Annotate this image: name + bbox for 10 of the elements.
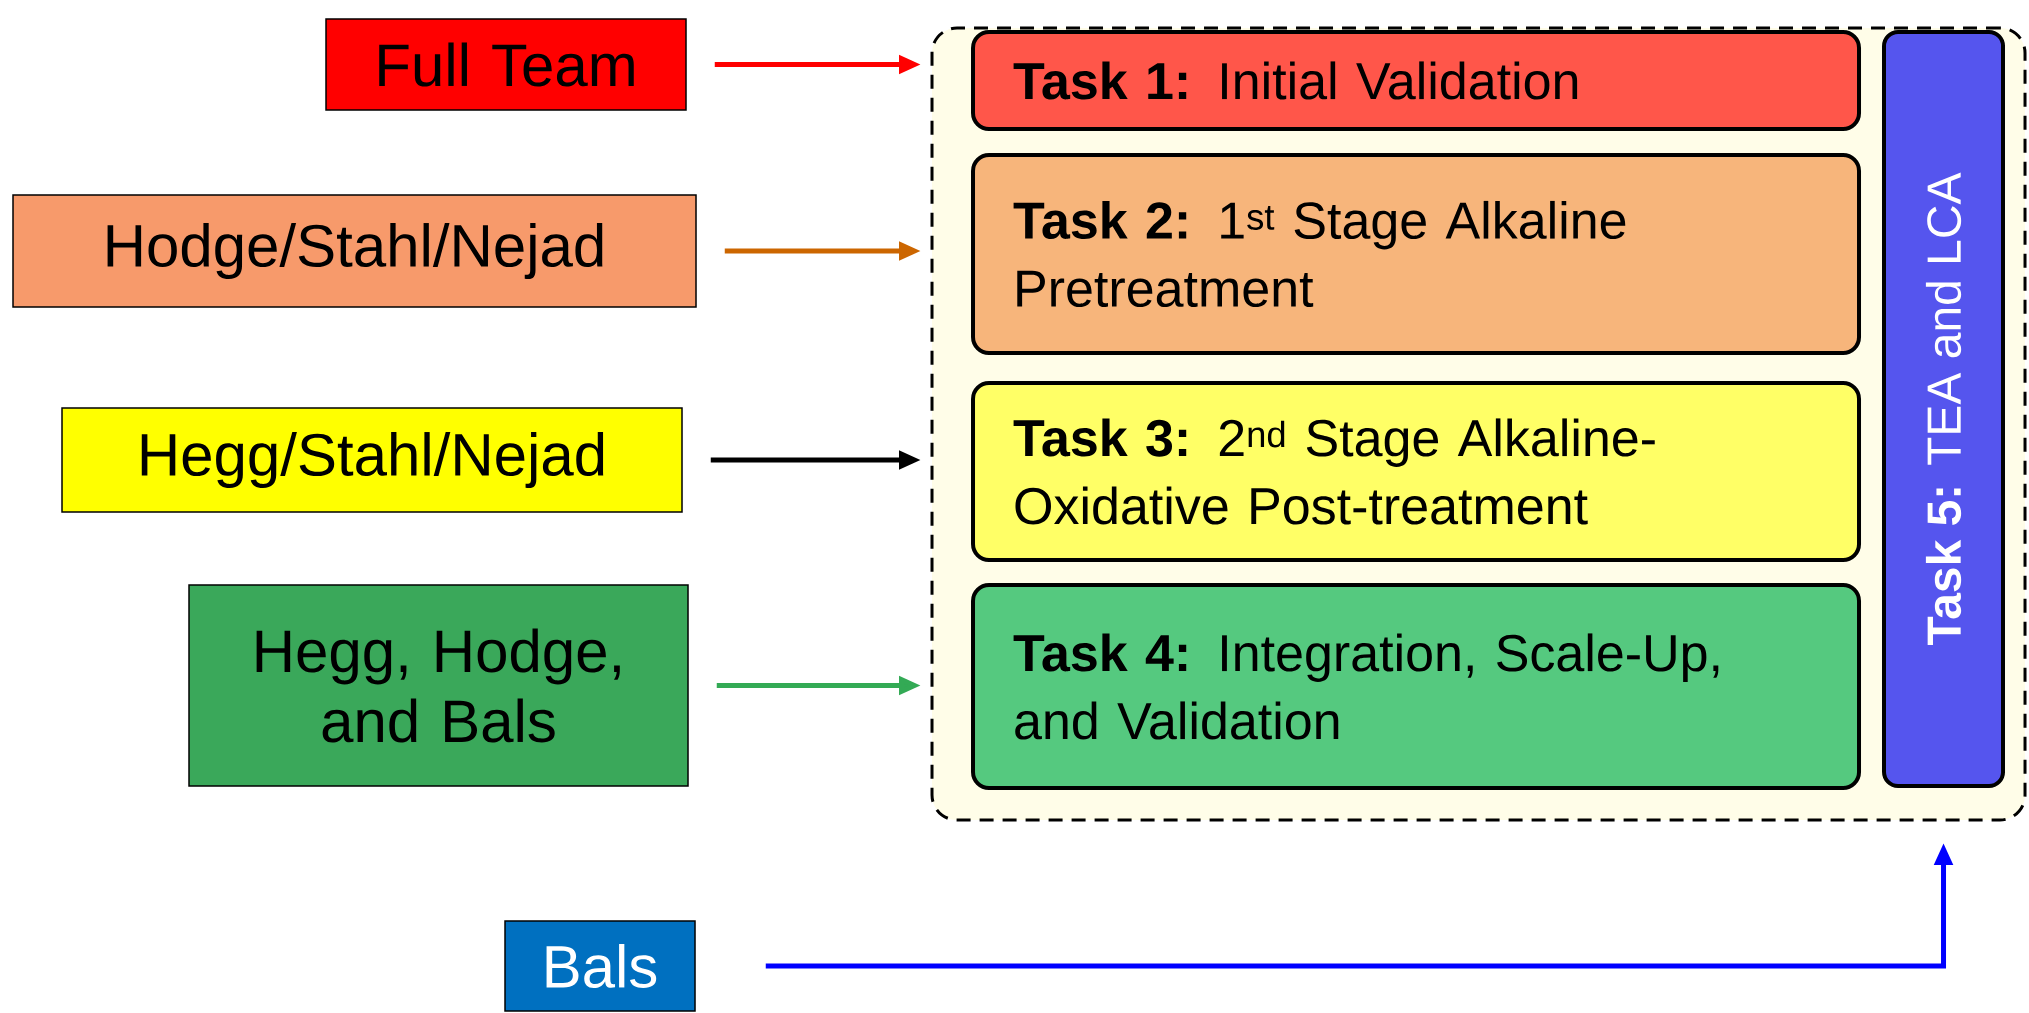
team-box: Full Team: [325, 18, 687, 111]
team-box: Bals: [504, 920, 696, 1012]
team-box: Hegg, Hodge, and Bals: [188, 584, 689, 787]
task-box: Task 2: 1$^{st}$ Stage Alkaline Pretreatment: [971, 153, 1861, 355]
task-box: Task 5: TEA and LCA: [1882, 30, 2005, 788]
task-box: Task 3: 2$^{nd}$ Stage Alkaline-Oxidative Post-treatment: [971, 381, 1861, 562]
task-box: Task 1: Initial Validation: [971, 30, 1861, 131]
team-box: Hegg/Stahl/Nejad: [61, 407, 683, 513]
team-box: Hodge/Stahl/Nejad: [12, 194, 697, 308]
task-box: Task 4: Integration, Scale-Up, and Validation: [971, 583, 1861, 790]
